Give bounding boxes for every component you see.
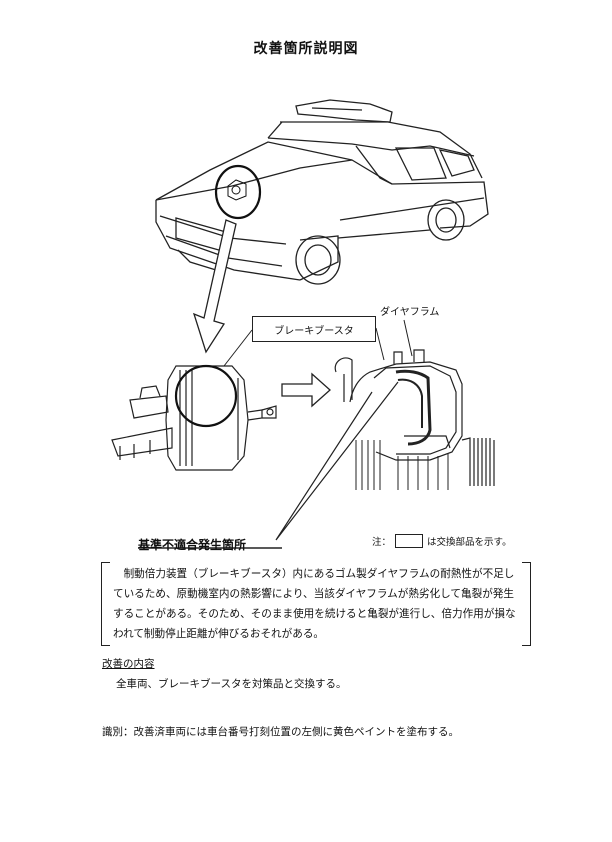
right-bracket (522, 562, 531, 646)
note-prefix: 注： (372, 537, 392, 548)
booster-cutaway-drawing (334, 349, 495, 486)
arrow-down-icon (192, 219, 237, 354)
description-text: 制動倍力装置（ブレーキブースタ）内にあるゴム製ダイヤフラムの耐熱性が不足している… (113, 568, 516, 640)
defect-description: 制動倍力装置（ブレーキブースタ）内にあるゴム製ダイヤフラムの耐熱性が不足している… (101, 562, 531, 646)
page-title: 改善箇所説明図 (253, 41, 359, 57)
left-bracket (101, 562, 110, 646)
improvement-body: 全車両、ブレーキブースタを対策品と交換する。 (116, 678, 347, 690)
replacement-note: 注： は交換部品を示す。 (372, 534, 512, 548)
booster-highlight-circle (174, 364, 238, 428)
improvement-heading: 改善の内容 (102, 658, 155, 670)
note-box-symbol (395, 534, 424, 548)
note-suffix: は交換部品を示す。 (427, 537, 512, 548)
engine-bay-callout (214, 164, 262, 220)
cutaway-hatching (355, 440, 449, 490)
car-drawing (155, 99, 489, 285)
identification-text: 識別：改善済車両には車台番号打刻位置の左側に黄色ペイントを塗布する。 (102, 726, 459, 738)
brake-booster-drawing (111, 365, 277, 471)
defect-location-label: 基準不適合発生箇所 (138, 538, 247, 552)
brake-booster-label: ブレーキブースタ (252, 316, 376, 342)
diaphragm-label: ダイヤフラム (380, 307, 440, 318)
arrow-right-icon (281, 372, 331, 408)
